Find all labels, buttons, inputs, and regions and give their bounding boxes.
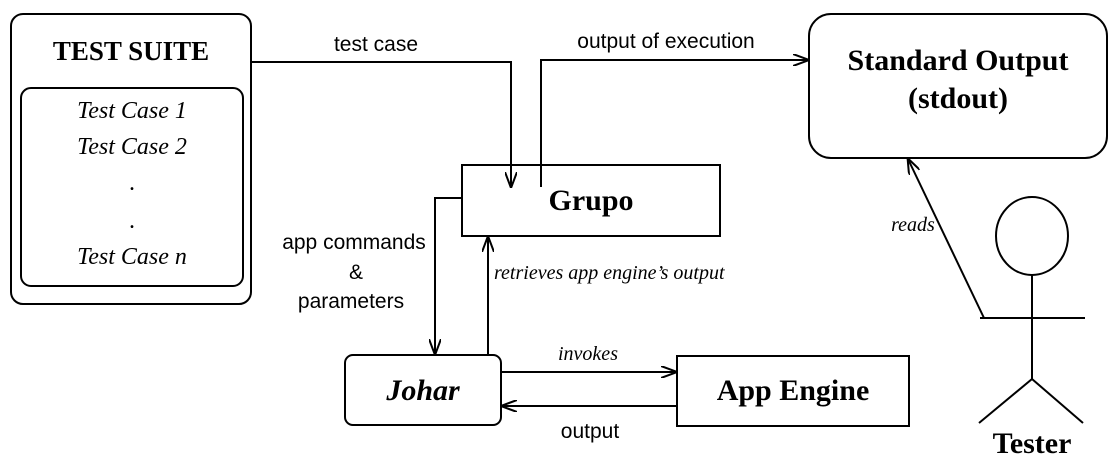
edge-test-case (251, 61, 511, 187)
edge-label-app-commands-1: app commands (282, 231, 426, 254)
test-case-list-box (20, 87, 244, 287)
edge-app-commands (435, 197, 462, 354)
tester-right-leg (1031, 378, 1084, 424)
edge-label-retrieves-output: retrieves app engine’s output (494, 262, 725, 284)
stdout-label-line1: Standard Output (848, 44, 1069, 77)
edge-label-output-of-execution: output of execution (577, 30, 754, 53)
tester-left-leg (978, 378, 1033, 424)
stdout-box (808, 13, 1108, 159)
stdout-label-line2: (stdout) (908, 82, 1008, 115)
test-case-1: Test Case 1 (77, 98, 187, 124)
edge-output-of-execution (540, 60, 808, 187)
tester-head (995, 196, 1069, 276)
tester-figure (978, 196, 1085, 424)
johar-label: Johar (385, 374, 460, 407)
test-case-n: Test Case n (77, 244, 187, 270)
johar-box (344, 354, 502, 426)
edge-label-app-commands-3: parameters (298, 290, 404, 313)
test-suite-title: TEST SUITE (53, 36, 209, 66)
tester-label: Tester (993, 427, 1072, 459)
grupo-label: Grupo (548, 184, 633, 217)
edge-label-test-case: test case (334, 33, 418, 56)
edge-reads (908, 159, 985, 319)
edge-label-reads: reads (891, 214, 935, 236)
test-case-ellipsis-2: . (129, 208, 135, 234)
edge-label-app-commands-2: & (349, 261, 363, 284)
edge-label-output: output (561, 420, 620, 443)
app-engine-box (676, 355, 910, 427)
app-engine-label: App Engine (717, 374, 870, 407)
edge-label-invokes: invokes (558, 343, 618, 365)
test-case-ellipsis-1: . (129, 170, 135, 196)
test-case-2: Test Case 2 (77, 134, 187, 160)
